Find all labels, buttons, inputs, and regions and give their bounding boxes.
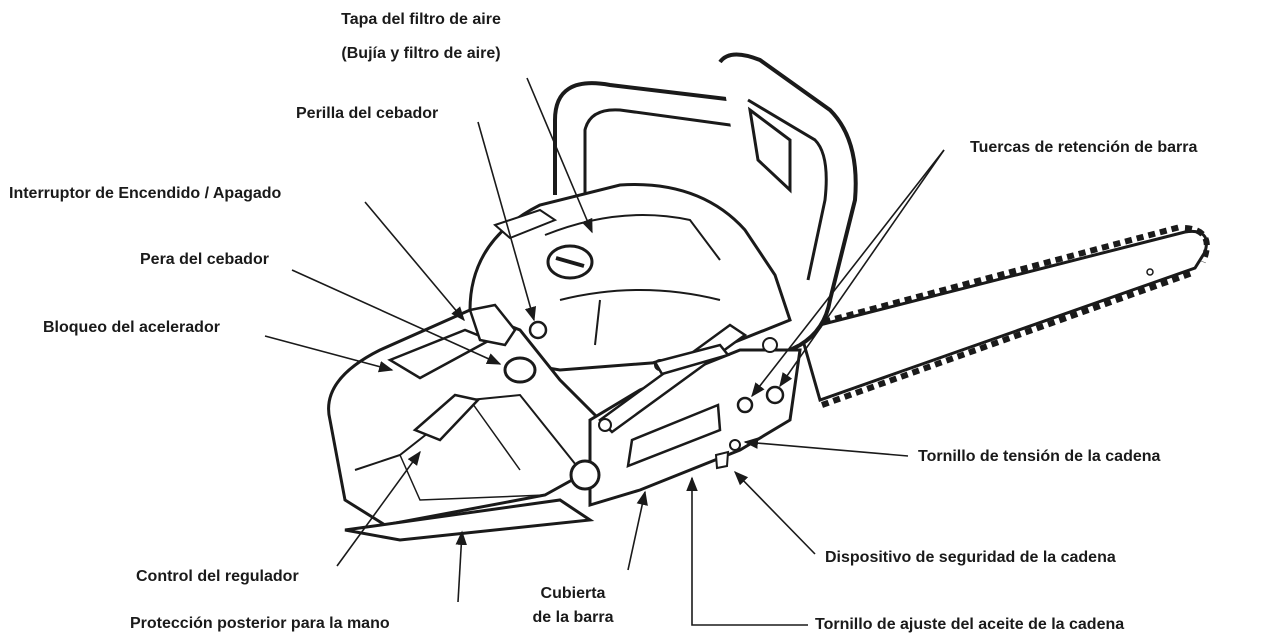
leader-arrows	[264, 77, 945, 626]
bar-nut-1	[736, 396, 754, 414]
choke-knob-part	[528, 320, 548, 340]
engine-cover	[468, 183, 792, 372]
label-bar-cover-line2: de la barra	[532, 609, 614, 626]
label-chain-safety-device: Dispositivo de seguridad de la cadena	[825, 549, 1116, 566]
label-primer-bulb: Pera del cebador	[140, 251, 269, 268]
label-bar-retaining-nuts: Tuercas de retención de barra	[970, 139, 1198, 156]
label-throttle-lockout: Bloqueo del acelerador	[43, 319, 220, 336]
throttle-trigger	[412, 393, 481, 442]
label-throttle-control: Control del regulador	[136, 568, 299, 585]
bar-nut-2	[765, 385, 785, 405]
front-handle	[553, 52, 858, 362]
controls	[468, 303, 731, 384]
label-bar-cover-line1: Cubierta	[540, 585, 606, 602]
guide-bar	[798, 224, 1210, 408]
label-chain-tension-screw: Tornillo de tensión de la cadena	[918, 448, 1161, 465]
label-choke-knob: Perilla del cebador	[296, 105, 439, 122]
label-chain-oil-adjust-screw: Tornillo de ajuste del aceite de la cade…	[815, 616, 1125, 633]
label-air-filter-cover-line2: (Bujía y filtro de aire)	[341, 45, 501, 62]
label-rear-hand-guard: Protección posterior para la mano	[130, 615, 390, 632]
primer-bulb-part	[503, 356, 537, 384]
label-air-filter-cover-line1: Tapa del filtro de aire	[341, 11, 501, 28]
rear-hand-guard-part	[344, 498, 595, 542]
tension-screw	[729, 439, 741, 451]
label-on-off-switch: Interruptor de Encendido / Apagado	[9, 185, 282, 202]
on-off-switch-part	[468, 303, 517, 347]
